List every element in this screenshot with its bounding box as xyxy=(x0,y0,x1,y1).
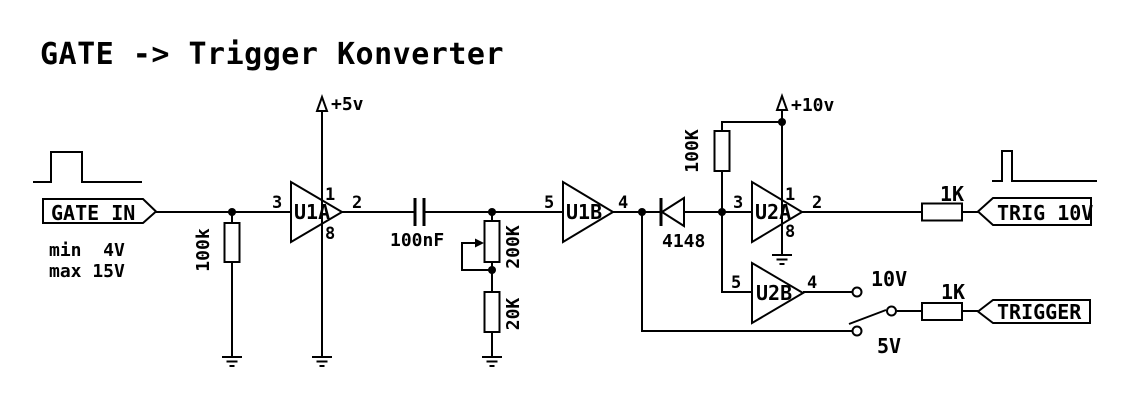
potentiometer-wiper-arrow xyxy=(475,238,484,248)
junction-dot xyxy=(228,208,236,216)
ground-symbol-pulldown xyxy=(222,356,242,367)
resistor-1k-bottom-label: 1K xyxy=(941,280,965,304)
u1b-label: U1B xyxy=(566,200,602,224)
supply-10v-label: +10v xyxy=(791,95,835,116)
resistor-1k-bottom xyxy=(921,302,963,321)
gate-in-flag xyxy=(42,198,158,224)
resistor-20k-label: 20K xyxy=(503,298,524,331)
junction-dot xyxy=(488,208,496,216)
u1b-pin5-label: 5 xyxy=(544,193,554,213)
gate-in-label: GATE IN xyxy=(51,201,135,225)
resistor-100k-pullup xyxy=(713,130,731,172)
u1a-pin3-label: 3 xyxy=(272,193,282,213)
u1a-pin1-label: 1 xyxy=(325,185,335,205)
supply-5v-label: +5v xyxy=(331,94,364,115)
u1b-pin4-label: 4 xyxy=(618,193,628,213)
junction-dot xyxy=(638,208,646,216)
junction-dot xyxy=(778,118,786,126)
resistor-1k-top-label: 1K xyxy=(940,182,964,206)
supply-5v-arrow xyxy=(315,94,329,112)
diode-4148 xyxy=(660,196,685,228)
potentiometer-200k xyxy=(483,220,501,263)
ground-symbol-u2a xyxy=(772,254,792,265)
u2b-pin4-label: 4 xyxy=(807,273,817,293)
capacitor-100nf xyxy=(413,198,426,226)
switch-10v-terminal xyxy=(851,286,863,298)
wire-to-u2b-input xyxy=(721,212,752,293)
switch-5v-label: 5V xyxy=(877,334,901,358)
gate-pulse-waveform xyxy=(33,151,142,183)
wire-pullup-branch xyxy=(721,121,782,212)
trig-10v-flag xyxy=(976,197,1092,226)
u2a-pin1-label: 1 xyxy=(785,185,795,205)
resistor-100k-pullup-label: 100K xyxy=(682,129,703,173)
u1a-label: U1A xyxy=(294,200,330,224)
u1a-pin2-label: 2 xyxy=(352,193,362,213)
switch-pole-terminal xyxy=(886,305,897,317)
resistor-100k-pulldown-label: 100k xyxy=(193,228,214,272)
switch-5v-terminal xyxy=(851,325,863,337)
switch-blade xyxy=(848,309,887,325)
min-voltage-label: min 4V xyxy=(49,240,125,261)
ground-symbol-u1a xyxy=(312,356,332,367)
potentiometer-200k-label: 200K xyxy=(503,225,524,269)
u2a-label: U2A xyxy=(755,200,791,224)
u2b-label: U2B xyxy=(756,281,792,305)
resistor-1k-top xyxy=(921,202,963,222)
trigger-flag xyxy=(976,299,1091,324)
junction-dot xyxy=(718,208,726,216)
u2a-pin8-label: 8 xyxy=(785,222,795,242)
supply-10v-arrow xyxy=(775,93,789,111)
max-voltage-label: max 15V xyxy=(49,261,125,282)
ground-symbol-divider xyxy=(482,356,502,367)
resistor-100k-pulldown xyxy=(223,222,241,263)
trigger-label: TRIGGER xyxy=(997,300,1082,324)
switch-10v-label: 10V xyxy=(871,267,907,291)
wire-pot-wiper xyxy=(461,242,492,271)
u1a-pin8-label: 8 xyxy=(325,224,335,244)
u2a-pin2-label: 2 xyxy=(812,193,822,213)
u2a-pin3-label: 3 xyxy=(733,193,743,213)
schematic-title: GATE -> Trigger Konverter xyxy=(40,37,504,72)
capacitor-100nf-label: 100nF xyxy=(390,230,444,251)
trigger-pulse-waveform xyxy=(992,150,1097,182)
junction-dot xyxy=(488,266,496,274)
resistor-20k xyxy=(483,291,501,333)
trig-10v-label: TRIG 10V xyxy=(997,201,1093,225)
wire-u1b-out-to-5v-contact xyxy=(641,212,852,332)
u2b-pin5-label: 5 xyxy=(731,273,741,293)
diode-4148-label: 4148 xyxy=(662,231,705,252)
